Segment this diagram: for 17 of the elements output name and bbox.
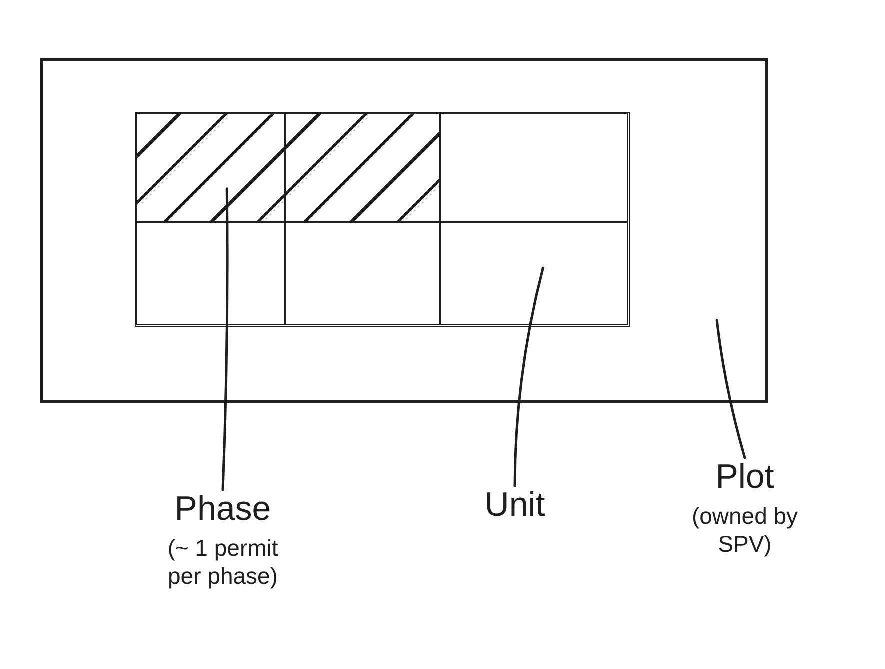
leader-line: [222, 188, 229, 492]
leader-line: [514, 266, 544, 488]
grid-cell: [136, 222, 284, 325]
grid-cell: [284, 113, 440, 222]
callout-note: (~ 1 permit per phase): [166, 535, 280, 590]
grid-cell: [440, 222, 628, 325]
callout-label: Phase: [174, 490, 272, 530]
unit-grid: [135, 112, 630, 327]
grid-cell: [440, 113, 628, 222]
hatched-area: [136, 113, 440, 222]
leader-line: [716, 318, 746, 460]
callout-label: Plot: [716, 458, 774, 498]
grid-cell: [284, 222, 440, 325]
plot-boundary: [40, 58, 768, 403]
callout-note: (owned by SPV): [690, 503, 800, 558]
grid-cell: [136, 113, 284, 222]
callout-label: Unit: [484, 486, 546, 526]
